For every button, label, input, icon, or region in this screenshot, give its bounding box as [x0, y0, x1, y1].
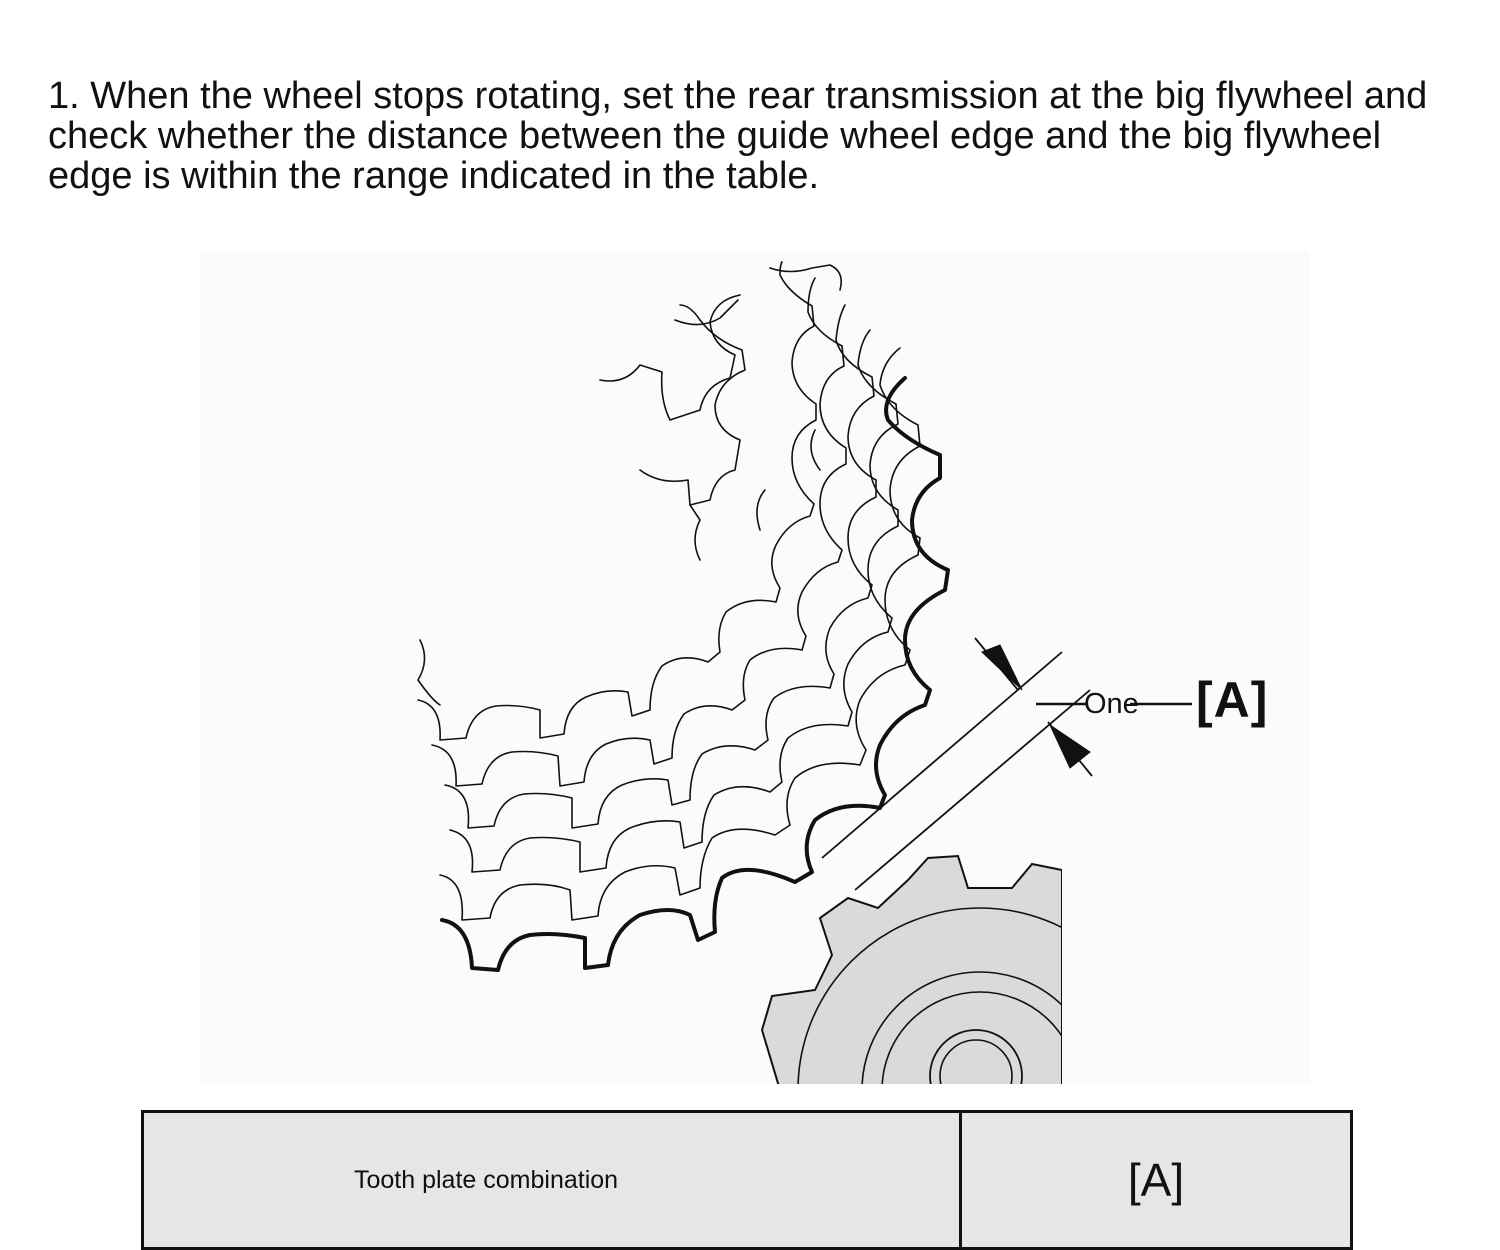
dim-line-lower: [854, 689, 1091, 891]
table-header-row: Tooth plate combination [A]: [141, 1110, 1353, 1250]
pulley-hub-inner: [939, 1039, 1013, 1084]
sprocket-6: [417, 261, 817, 741]
callout-a-label: [A]: [1196, 672, 1269, 728]
sprocket-10: [674, 264, 843, 326]
arrowhead-bottom: [1048, 723, 1091, 769]
pulley-ring-2: [861, 971, 1062, 1084]
dim-line-upper: [821, 651, 1063, 859]
spec-table: Tooth plate combination [A]: [141, 1110, 1353, 1250]
header-a: [A]: [959, 1110, 1353, 1250]
derailleur-diagram: One [A]: [200, 250, 1310, 1084]
sprocket-5: [431, 277, 847, 787]
sprocket-7: [417, 639, 441, 706]
sprocket-7b: [639, 304, 746, 506]
arrowhead-top: [981, 644, 1023, 691]
sprocket-3: [449, 329, 899, 873]
header-tooth-plate-combination: Tooth plate combination: [141, 1110, 962, 1250]
pulley-ring-3: [881, 991, 1062, 1084]
sprocket-8: [599, 294, 741, 421]
figure-background: [200, 250, 1310, 1084]
pulley-ring-1: [797, 907, 1062, 1084]
dimension-lines: [821, 637, 1192, 891]
diagram-drawing: [200, 250, 1310, 1084]
sprocket-2: [439, 347, 921, 921]
callout-one: One: [1084, 688, 1139, 720]
sprocket-4: [444, 304, 877, 829]
sprocket-9: [689, 429, 821, 561]
cassette-sprockets: [417, 261, 950, 972]
sprocket-outer: [440, 376, 950, 972]
guide-pulley: [760, 854, 1062, 1084]
pulley-hub-outer: [929, 1029, 1023, 1084]
pulley-teeth: [760, 854, 1062, 1084]
instruction-text: 1. When the wheel stops rotating, set th…: [48, 75, 1428, 197]
